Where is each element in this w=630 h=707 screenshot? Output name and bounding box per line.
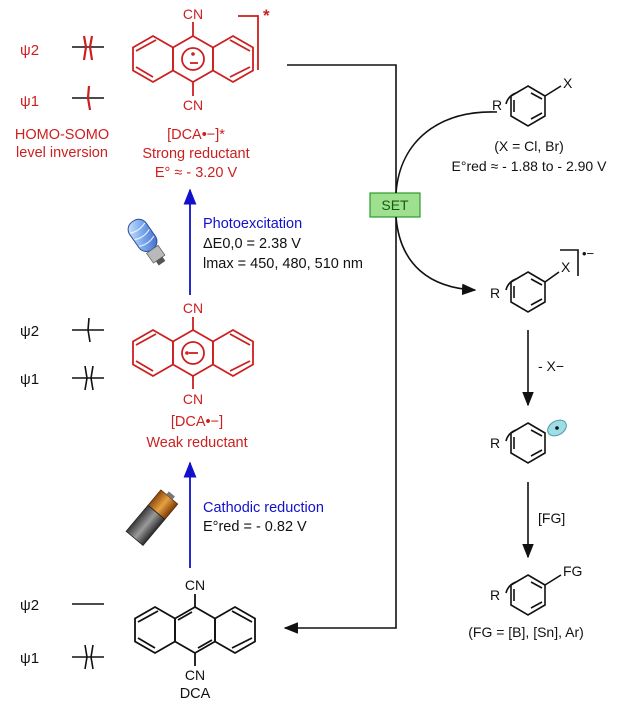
functionalization-label: [FG] [538, 510, 565, 526]
psi2-label: ψ2 [20, 323, 39, 340]
photoexcitation-line1: ΔE0,0 = 2.38 V [203, 236, 301, 252]
set-label: SET [381, 197, 409, 213]
excited-species-label: [DCA•−]* [167, 127, 225, 143]
excited-cn-bottom: CN [183, 97, 203, 113]
set-connector-lines [283, 64, 397, 634]
aryl-radical-orbital [547, 419, 567, 437]
homo-somo-note-line2: level inversion [16, 145, 108, 161]
psi1-label: ψ1 [20, 371, 39, 388]
psi1-label: ψ1 [20, 650, 39, 667]
excited-potential-label: E° ≈ - 3.20 V [155, 165, 238, 181]
excited-anthracene-structure [132, 22, 254, 96]
photoexcitation-line2: lmax = 450, 480, 510 nm [203, 256, 363, 272]
psi1-label: ψ1 [20, 93, 39, 110]
excited-orbital-levels: ψ2 ψ1 [20, 42, 39, 110]
radical-anion-cn-top: CN [183, 300, 203, 316]
psi2-label: ψ2 [20, 42, 39, 59]
radical-anion-role-label: Weak reductant [146, 435, 247, 451]
photoexcitation-title: Photoexcitation [203, 216, 302, 232]
radical-anion-dot [185, 351, 189, 355]
dca-orbitals [72, 603, 104, 670]
aryl-halide-radical-anion-structure [505, 249, 579, 313]
excited-role-label: Strong reductant [142, 146, 249, 162]
radical-anion-orbitals [72, 317, 104, 391]
lamp-icon [127, 218, 166, 266]
product-note: (FG = [B], [Sn], Ar) [468, 624, 584, 640]
excited-radical-dot [191, 52, 195, 56]
aryl-radical-structure [505, 422, 546, 464]
radical-anion-r: R [490, 285, 500, 301]
aryl-halide-x: X [563, 75, 573, 91]
set-curve-in [395, 111, 498, 194]
cathodic-title: Cathodic reduction [203, 500, 324, 516]
aryl-radical-r: R [490, 435, 500, 451]
aryl-halide-structure [505, 85, 562, 127]
excited-cn-top: CN [183, 6, 203, 22]
excited-state-group: ψ2 ψ1 HOMO-SOMO level inversion [15, 6, 270, 181]
product-fg: FG [563, 563, 582, 579]
excited-electrons [82, 35, 94, 111]
dca-label: DCA [180, 686, 211, 702]
dca-cn-top: CN [185, 577, 205, 593]
dca-anthracene-structure [134, 594, 256, 666]
psi2-label: ψ2 [20, 597, 39, 614]
product-r: R [490, 587, 500, 603]
radical-anion-group: ψ2 ψ1 CN CN [DCA•−] [20, 300, 254, 451]
cathodic-potential: E°red = - 0.82 V [203, 519, 307, 535]
product-structure [505, 574, 562, 616]
set-curve-out [395, 216, 477, 296]
dca-cn-bottom: CN [185, 667, 205, 683]
excited-bracket [238, 15, 259, 70]
dca-group: ψ2 ψ1 CN CN DCA [20, 577, 256, 702]
radical-anion-charge: •− [582, 246, 594, 261]
aryl-halide-r: R [492, 97, 502, 113]
radical-anion-species-label: [DCA•−] [171, 414, 223, 430]
radical-anion-cn-bottom: CN [183, 391, 203, 407]
halide-loss-label: - X− [538, 358, 564, 374]
substrate-note: (X = Cl, Br) [494, 138, 564, 154]
radical-anion-anthracene-structure [132, 317, 254, 389]
excited-star: * [263, 6, 270, 25]
radical-anion-x: X [561, 259, 571, 275]
battery-icon [125, 489, 179, 547]
homo-somo-note-line1: HOMO-SOMO [15, 127, 109, 143]
set-badge: SET [369, 192, 421, 218]
substrate-potential: E°red ≈ - 1.88 to - 2.90 V [452, 158, 608, 174]
